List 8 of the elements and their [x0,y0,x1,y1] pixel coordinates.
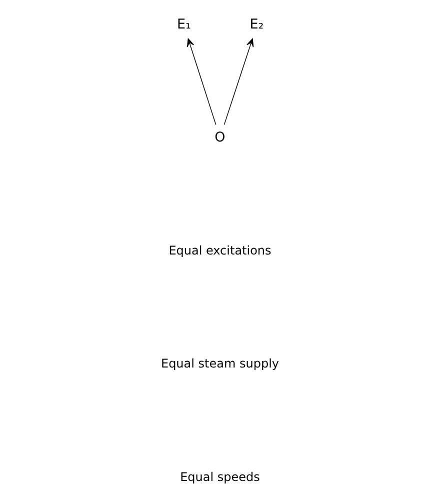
label: Equal speeds [180,470,260,484]
node-text: O [214,130,226,146]
node-text: E₁ [177,16,191,32]
label: Equal excitations [168,243,272,258]
label: Equal steam supply [160,356,280,371]
node-text: E₂ [250,16,264,32]
arrow [186,38,216,126]
arrow [224,38,254,126]
